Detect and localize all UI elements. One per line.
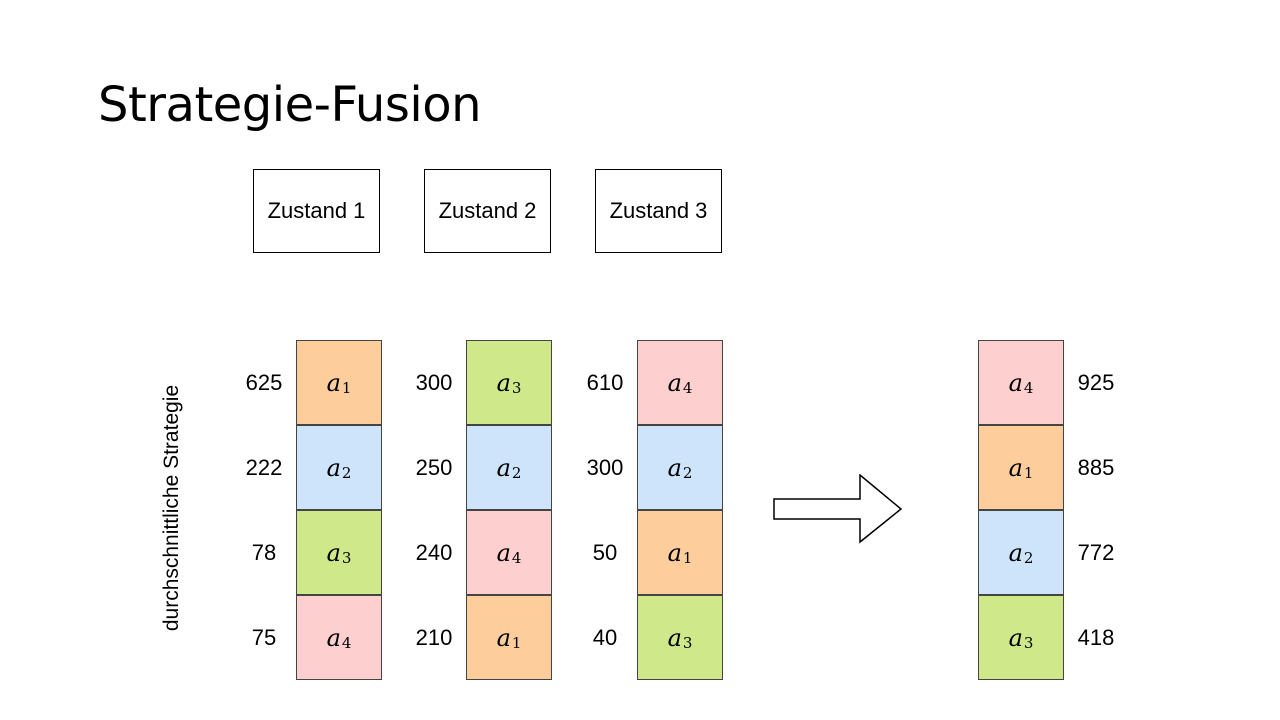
value-label: 78 [251, 539, 277, 565]
state-box-2: Zustand 2 [424, 169, 551, 253]
value-label: 418 [1077, 624, 1115, 650]
value-label: 250 [415, 454, 453, 480]
value-label: 610 [586, 369, 624, 395]
value-label: 210 [415, 624, 453, 650]
value-label: 300 [415, 369, 453, 395]
value-label: 50 [592, 539, 618, 565]
value-label: 772 [1077, 539, 1115, 565]
value-label: 40 [592, 624, 618, 650]
value-label: 885 [1077, 454, 1115, 480]
state-box-1: Zustand 1 [253, 169, 380, 253]
value-label: 240 [415, 539, 453, 565]
value-label: 300 [586, 454, 624, 480]
right-arrow-icon [773, 474, 903, 544]
y-axis-label: durchschnittliche Strategie [160, 384, 183, 632]
page-title: Strategie-Fusion [98, 77, 481, 133]
state-box-3: Zustand 3 [595, 169, 722, 253]
value-label: 625 [245, 369, 283, 395]
value-label: 222 [245, 454, 283, 480]
value-label: 75 [251, 624, 277, 650]
value-label: 925 [1077, 369, 1115, 395]
